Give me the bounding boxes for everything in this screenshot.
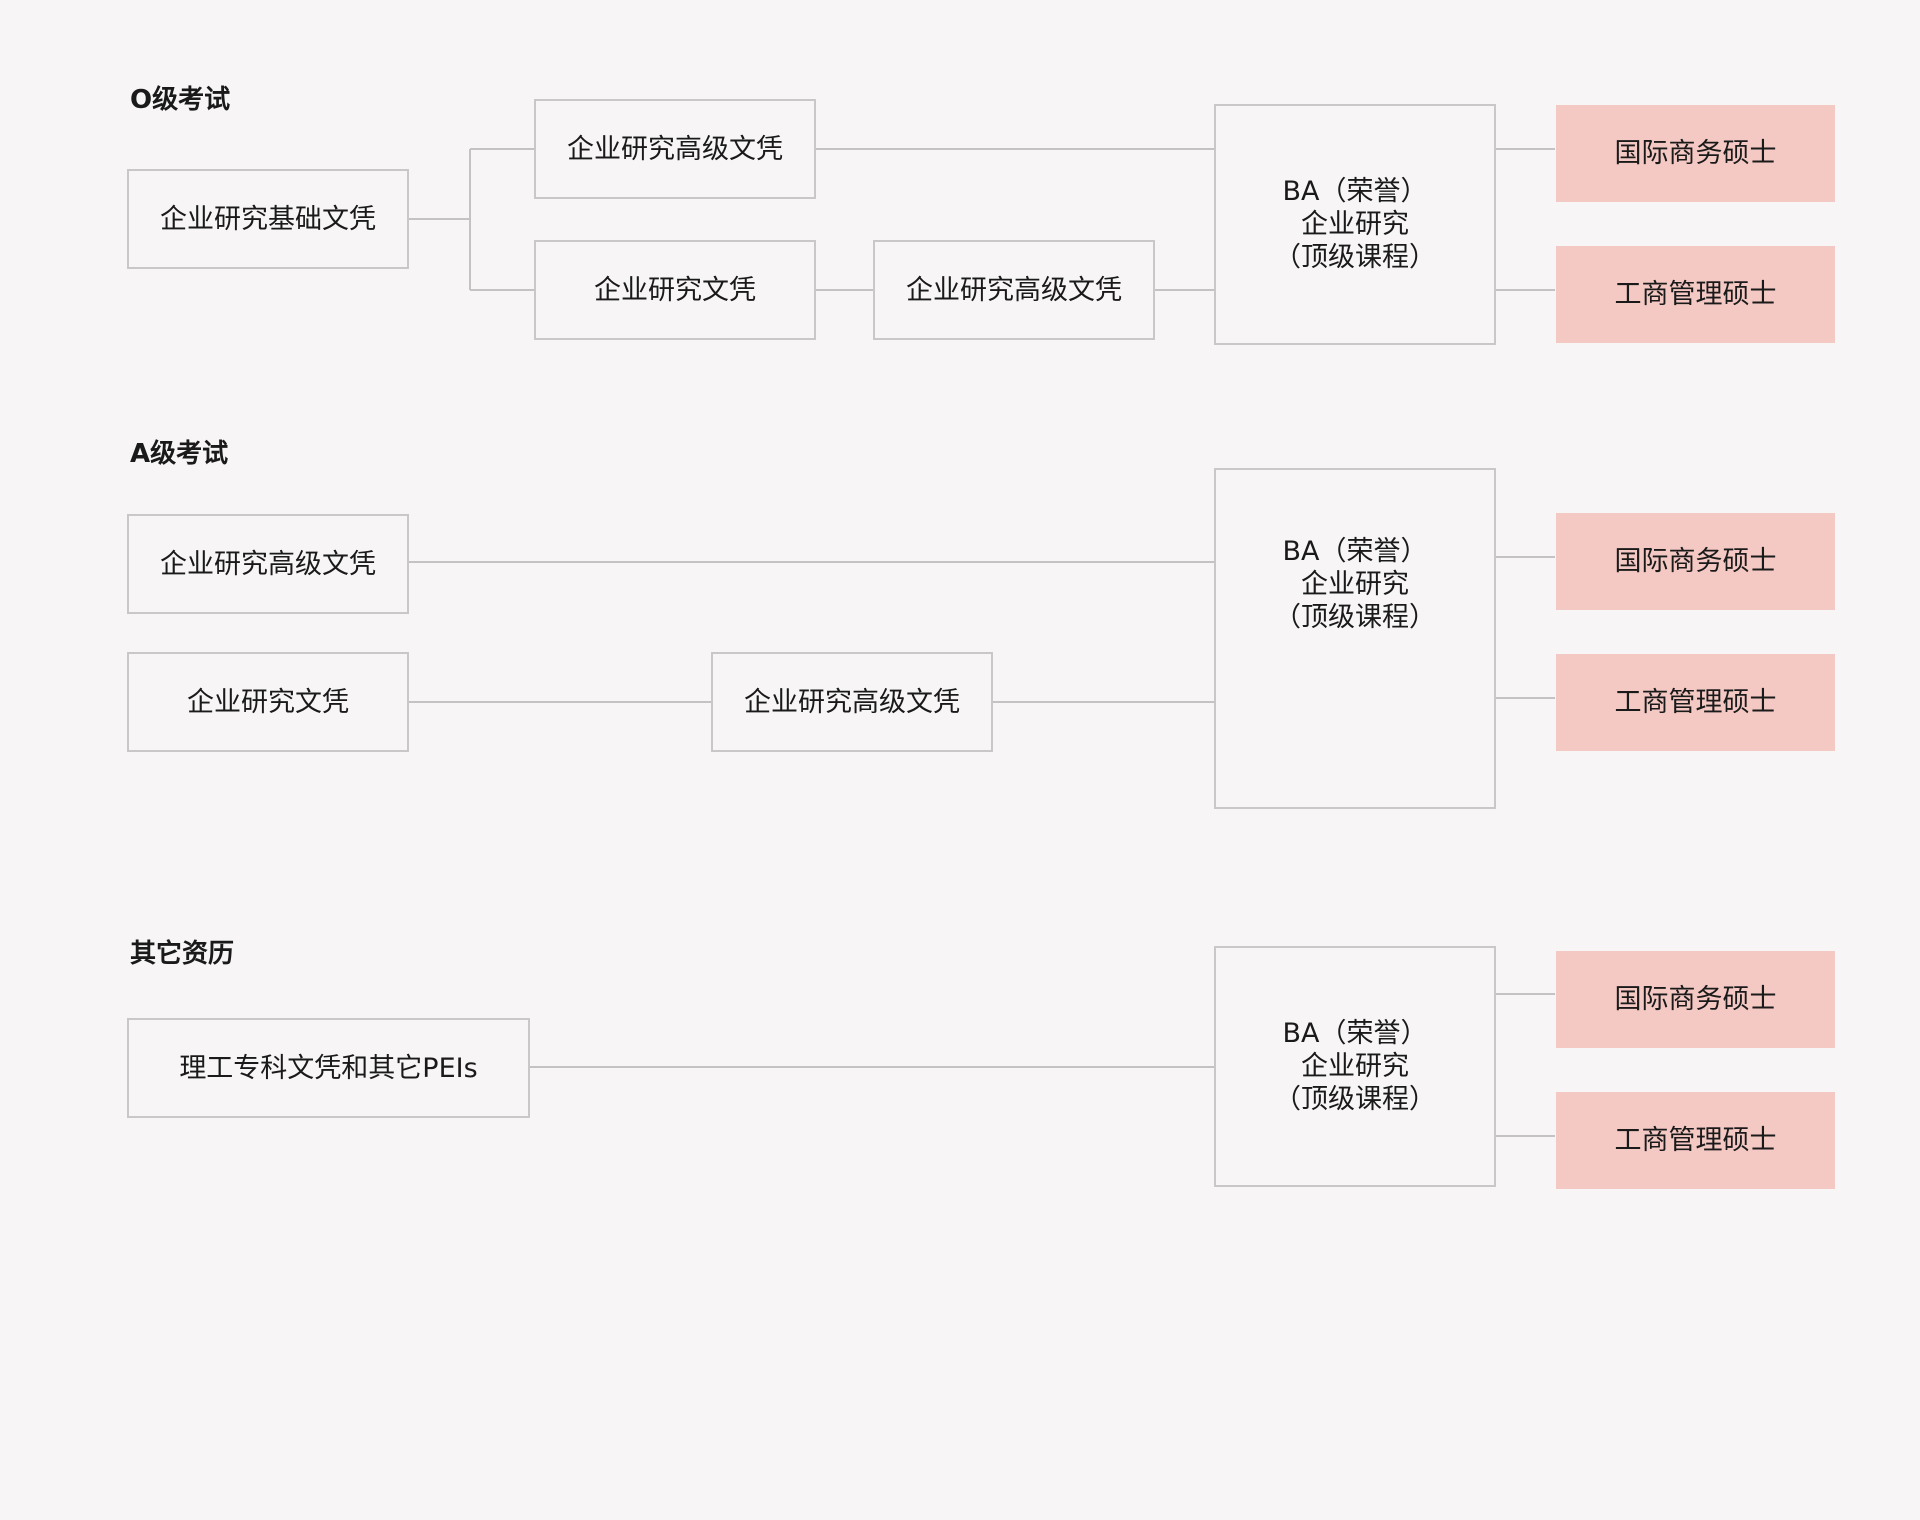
node-diploma: 企业研究文凭 <box>534 240 816 340</box>
section-heading-a-level: A级考试 <box>130 439 229 469</box>
ba-line: 企业研究 <box>1301 569 1409 600</box>
ba-line: 企业研究 <box>1301 209 1409 240</box>
node-polytechnic-diploma: 理工专科文凭和其它PEIs <box>127 1018 530 1118</box>
ba-line: （顶级课程） <box>1274 602 1436 633</box>
node-ba-honours: BA（荣誉） 企业研究 （顶级课程） <box>1214 104 1496 345</box>
ba-line: BA（荣誉） <box>1282 176 1428 207</box>
ba-line: 企业研究 <box>1301 1051 1409 1082</box>
node-ba-honours: BA（荣誉） 企业研究 （顶级课程） <box>1214 468 1496 809</box>
section-heading-o-level: O级考试 <box>130 85 231 115</box>
outcome-mba: 工商管理硕士 <box>1556 1092 1835 1189</box>
section-heading-other-qualifications: 其它资历 <box>130 939 235 969</box>
outcome-mba: 工商管理硕士 <box>1556 654 1835 751</box>
ba-line: BA（荣誉） <box>1282 536 1428 567</box>
ba-line: （顶级课程） <box>1274 1084 1436 1115</box>
outcome-international-business-masters: 国际商务硕士 <box>1556 105 1835 202</box>
outcome-international-business-masters: 国际商务硕士 <box>1556 951 1835 1048</box>
ba-line: BA（荣誉） <box>1282 1018 1428 1049</box>
node-foundation-diploma: 企业研究基础文凭 <box>127 169 409 269</box>
outcome-mba: 工商管理硕士 <box>1556 246 1835 343</box>
node-advanced-diploma-mid: 企业研究高级文凭 <box>711 652 993 752</box>
outcome-international-business-masters: 国际商务硕士 <box>1556 513 1835 610</box>
node-advanced-diploma-mid: 企业研究高级文凭 <box>873 240 1155 340</box>
ba-line: （顶级课程） <box>1274 242 1436 273</box>
node-ba-honours: BA（荣誉） 企业研究 （顶级课程） <box>1214 946 1496 1187</box>
node-advanced-diploma: 企业研究高级文凭 <box>534 99 816 199</box>
node-diploma: 企业研究文凭 <box>127 652 409 752</box>
node-advanced-diploma: 企业研究高级文凭 <box>127 514 409 614</box>
